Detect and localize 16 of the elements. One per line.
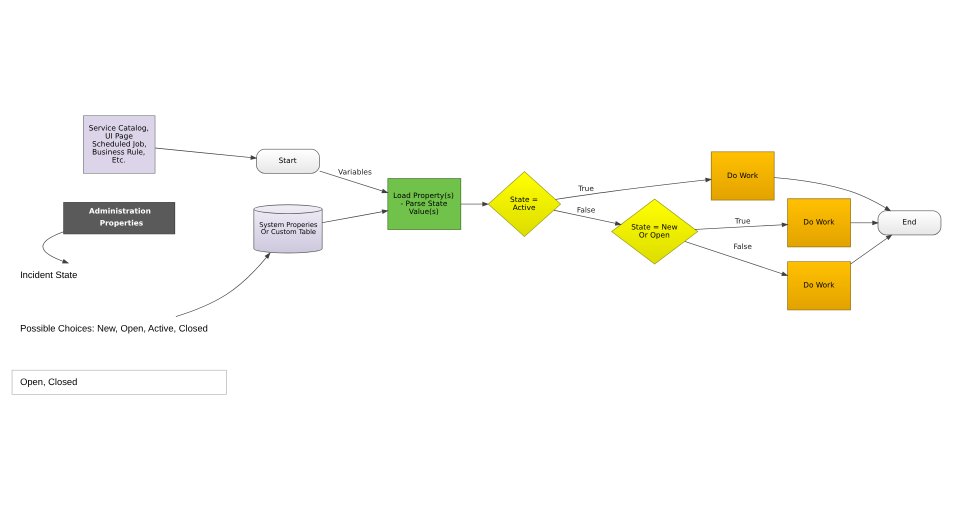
arrow [176,252,271,316]
arrow [154,147,258,160]
arrow [42,231,70,263]
node-text: Incident State [20,269,78,280]
arrow [774,176,892,211]
arrow [684,240,788,276]
arrow [850,220,879,225]
arrow [319,170,389,193]
arrow [850,234,893,264]
arrow [555,177,712,200]
arrow [554,209,622,226]
arrow [460,201,490,206]
arrow [694,222,789,230]
node-text: Possible Choices: New, Open, Active, Closed [20,322,208,333]
node-box: Open, Closed [12,369,227,394]
arrow [322,208,389,223]
